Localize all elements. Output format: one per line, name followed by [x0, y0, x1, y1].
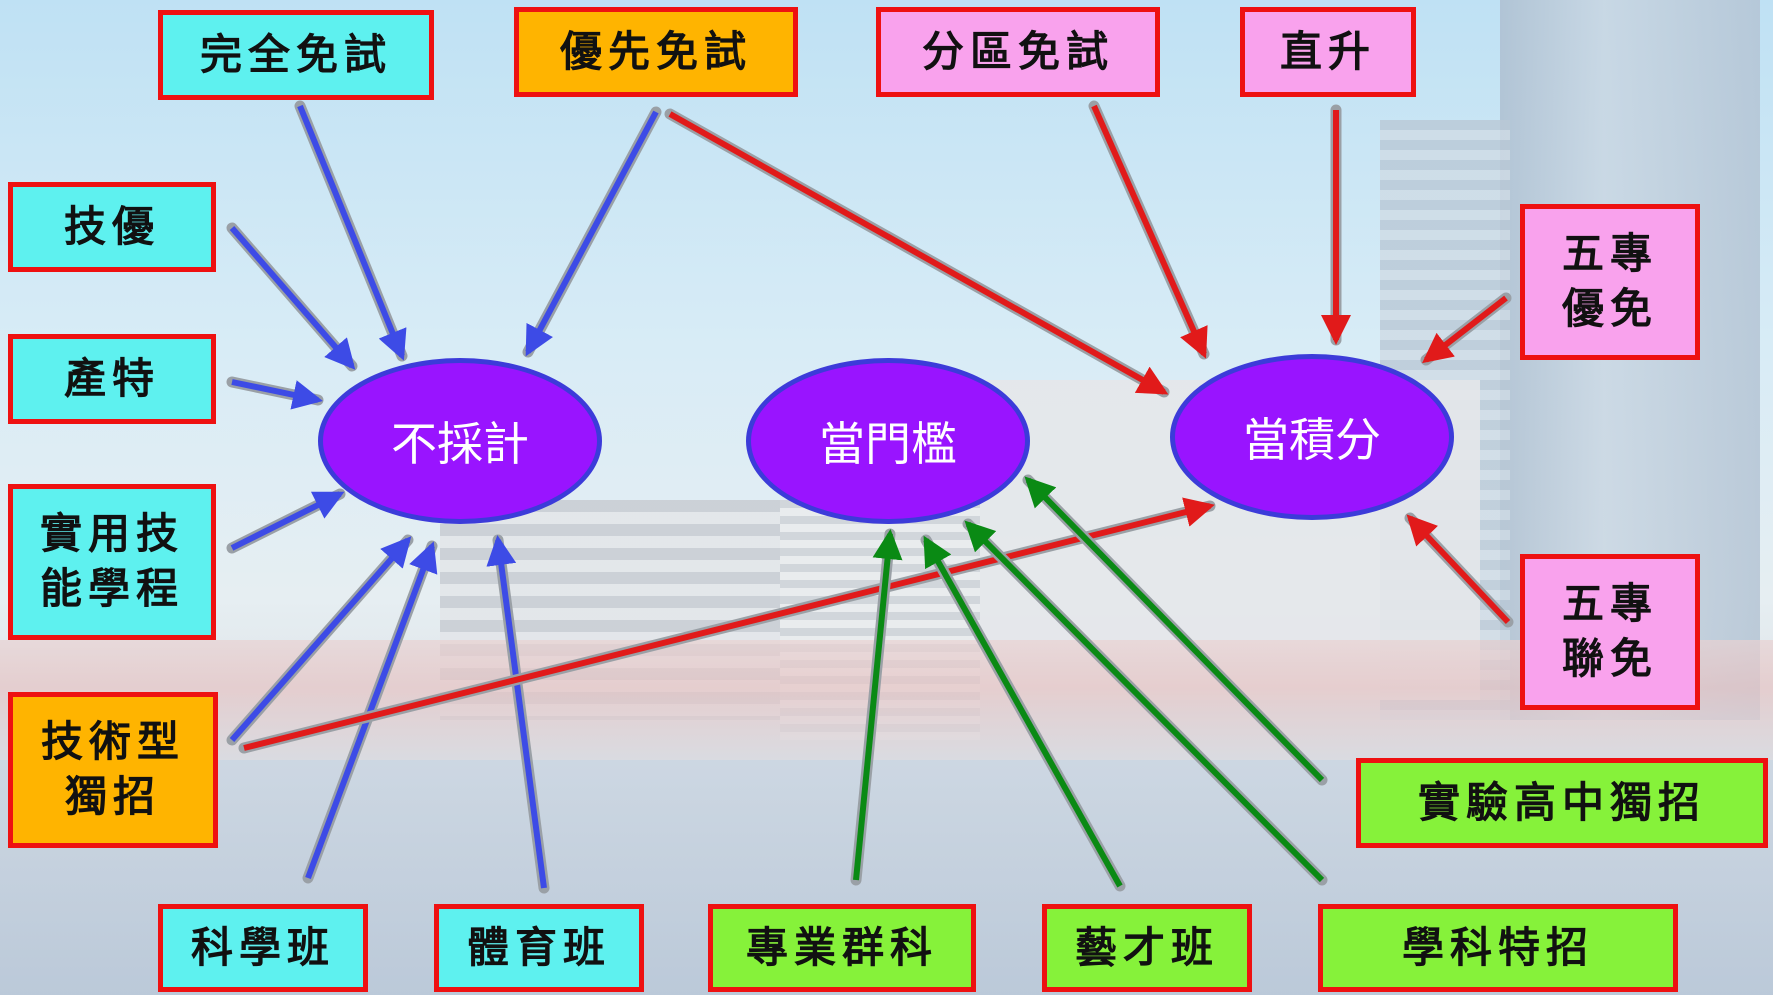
node-shiyan-label: 實驗高中獨招 [1417, 777, 1706, 827]
node-wanquan-label: 完全免試 [199, 29, 392, 79]
arrow-youxian-to-points [668, 111, 1169, 395]
ellipse-not-counted: 不採計 [318, 358, 602, 524]
node-youxian-label: 優先免試 [559, 26, 752, 76]
node-kexue: 科學班 [158, 904, 368, 992]
node-tiyu: 體育班 [434, 904, 644, 992]
node-zhuanye: 專業群科 [708, 904, 976, 992]
node-wuzhuan-you-line2: 優免 [1561, 284, 1658, 333]
arrow-chante-to-not_counted [231, 379, 323, 410]
arrow-shiyong-to-not_counted [230, 491, 345, 551]
arrow-zhuanye-to-threshold [853, 529, 903, 881]
node-shiyong-line2: 能學程 [39, 564, 184, 613]
node-kexue-label: 科學班 [190, 922, 335, 972]
arrow-wuzhuan_you-to-points [1422, 295, 1508, 364]
node-zhisheng-label: 直升 [1279, 26, 1376, 76]
node-jishu-line1: 技術型 [40, 717, 185, 767]
arrow-jishu-to-not_counted [229, 536, 412, 742]
node-zhisheng: 直升 [1240, 7, 1416, 97]
node-xueke: 學科特招 [1318, 904, 1678, 992]
node-shiyong: 實用技 能學程 [8, 484, 216, 640]
node-jishu-line2: 獨招 [64, 772, 161, 821]
arrow-jishu-to-points [243, 497, 1215, 751]
ellipse-points: 當積分 [1170, 354, 1454, 520]
node-fenqu-label: 分區免試 [921, 26, 1114, 76]
node-wuzhuan-you-line1: 五專 [1561, 229, 1658, 279]
arrow-wanquan-to-not_counted [297, 104, 407, 361]
ellipse-threshold-label: 當門檻 [819, 417, 957, 471]
node-wuzhuan-you: 五專 優免 [1520, 204, 1700, 360]
node-xueke-label: 學科特招 [1401, 922, 1594, 972]
node-chante: 產特 [8, 334, 216, 424]
node-zhuanye-label: 專業群科 [745, 922, 938, 972]
node-wuzhuan-lian-line2: 聯免 [1561, 634, 1658, 683]
arrow-fenqu-to-points [1091, 104, 1208, 359]
ellipse-threshold: 當門檻 [746, 358, 1030, 524]
node-jiyou-label: 技優 [63, 201, 160, 251]
node-tiyu-label: 體育班 [466, 922, 611, 972]
node-yicai: 藝才班 [1042, 904, 1252, 992]
arrow-jiyou-to-not_counted [229, 226, 356, 370]
node-fenqu: 分區免試 [876, 7, 1160, 97]
node-wuzhuan-lian-line1: 五專 [1561, 579, 1658, 629]
node-wanquan: 完全免試 [158, 10, 434, 100]
arrow-wuzhuan_lian-to-points [1406, 514, 1511, 625]
arrow-shiyan-to-threshold [1024, 476, 1325, 783]
arrow-yicai-to-threshold [923, 535, 1123, 888]
node-wuzhuan-lian: 五專 聯免 [1520, 554, 1700, 710]
node-chante-label: 產特 [63, 353, 160, 403]
arrow-youxian-to-not_counted [525, 110, 659, 357]
node-youxian: 優先免試 [514, 7, 798, 97]
arrow-tiyu-to-not_counted [486, 535, 547, 889]
node-shiyong-line1: 實用技 [39, 509, 184, 559]
arrow-xueke-to-threshold [964, 520, 1325, 883]
node-shiyan: 實驗高中獨招 [1356, 758, 1768, 848]
node-yicai-label: 藝才班 [1074, 922, 1219, 972]
ellipse-points-label: 當積分 [1243, 413, 1381, 467]
ellipse-not-counted-label: 不採計 [391, 417, 529, 471]
node-jiyou: 技優 [8, 182, 216, 272]
node-jishu: 技術型 獨招 [8, 692, 218, 848]
